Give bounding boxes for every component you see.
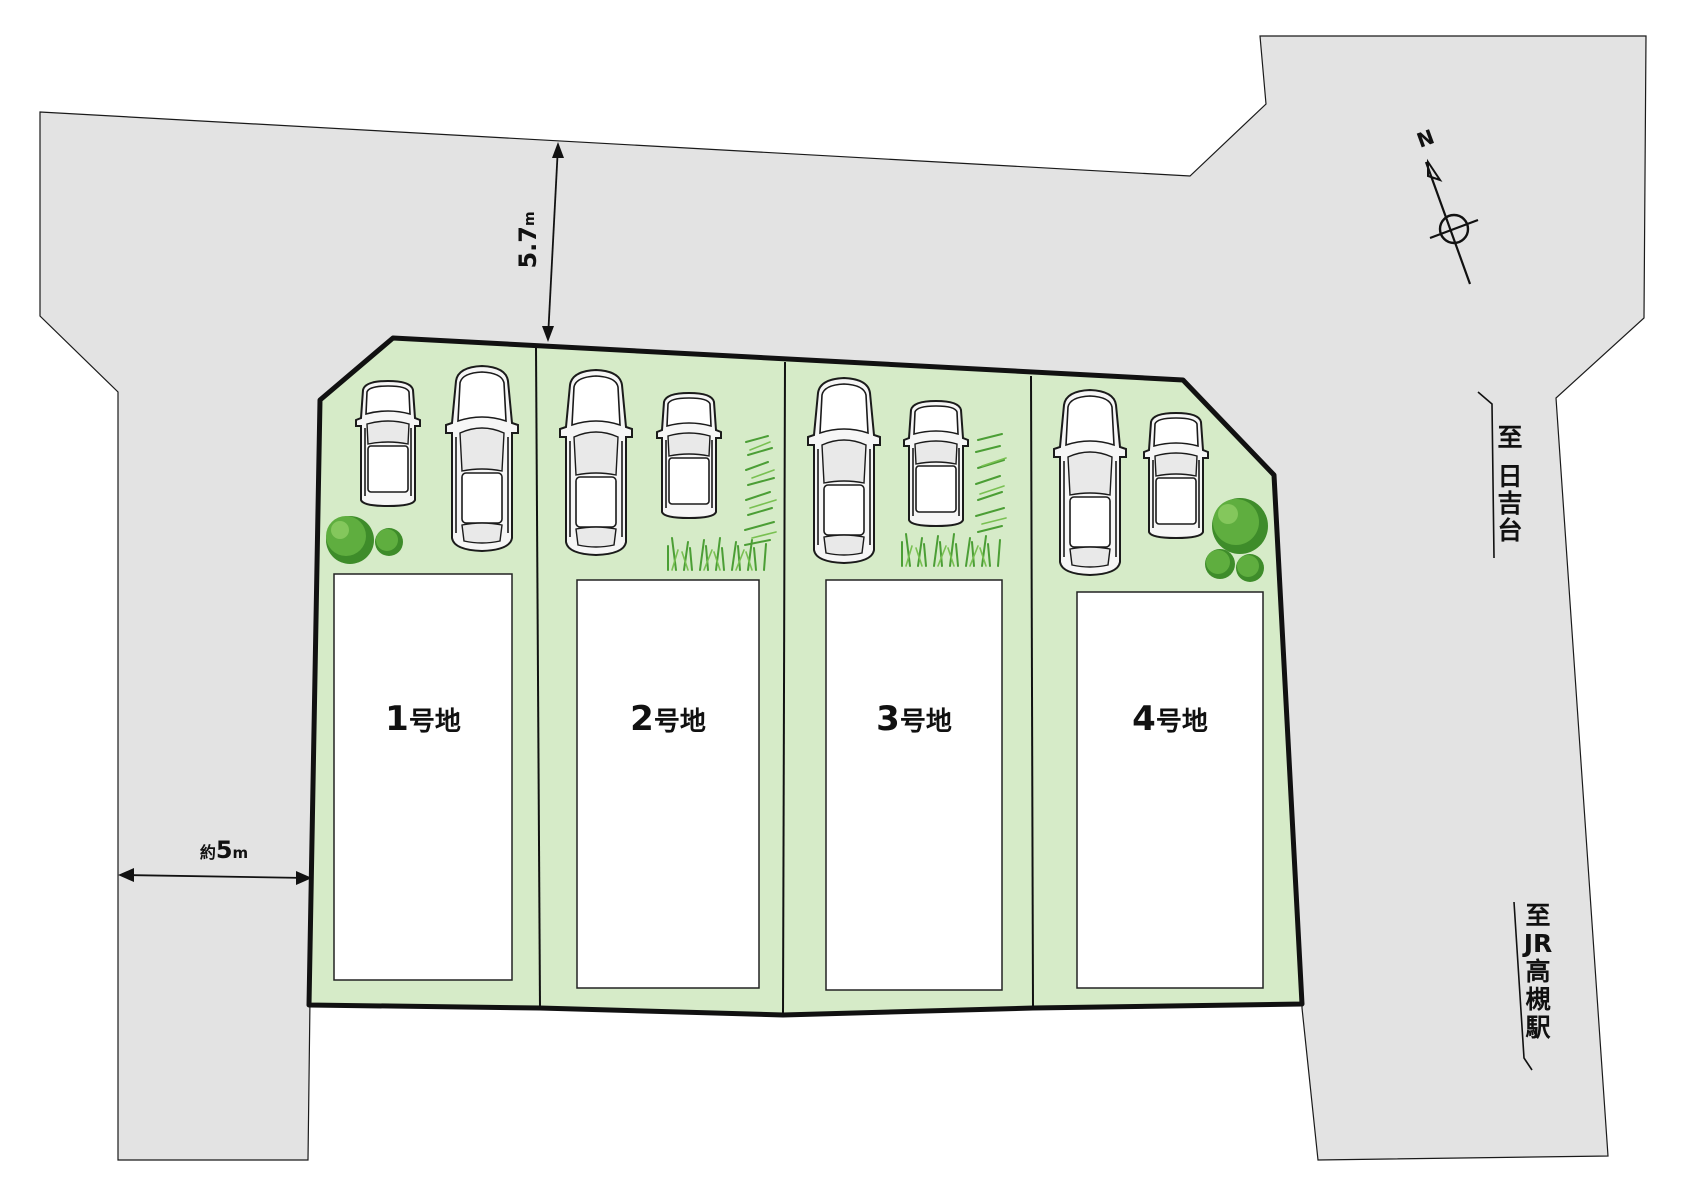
lot-divider-1-2 [535,347,541,1009]
direction-hiyoshidai-char-3: 吉 [1497,489,1522,518]
north-road-dimension: 5.7m [514,142,564,342]
direction-takatsuki-char-4: 槻 [1525,985,1550,1014]
lot-divider-3-4 [1030,375,1034,1009]
grass-icon-lot3 [901,433,1007,567]
site-boundary [306,335,1305,1018]
car-icon-lot4-small [1143,412,1209,539]
lot-4-building [1076,591,1264,989]
west-road-dimension: 約5m [118,836,312,885]
direction-takatsuki-char-5: 駅 [1525,1013,1550,1042]
compass-icon: N [1414,124,1479,285]
car-icon-lot4-large [1052,388,1128,577]
car-icon-lot2-large [558,368,634,557]
lot-4-label: 4号地 [1132,699,1208,739]
compass-north-label: N [1414,124,1438,152]
lot-3-label: 3号地 [876,699,952,739]
lot-divider-2-3 [782,361,786,1016]
lot-3-building [825,579,1003,991]
direction-to-hiyoshidai: 至 日 吉 台 [1477,391,1523,559]
shrub-icon-lot4 [1205,498,1268,582]
lot-1-label: 1号地 [385,699,461,739]
direction-hiyoshidai-char-2: 日 [1497,462,1522,491]
north-road-width-label: 5.7m [514,211,542,268]
car-icon-lot2-small [656,392,722,519]
shrub-icon-lot1 [326,516,403,564]
direction-hiyoshidai-char-4: 台 [1497,516,1522,545]
direction-hiyoshidai-char-1: 至 [1497,423,1522,452]
direction-takatsuki-char-2: JR [1522,929,1553,958]
car-icon-lot3-large [806,376,882,565]
car-icon-lot1-large [444,364,520,553]
car-icon-lot1-small [355,380,421,507]
lot-2-building [576,579,760,989]
grass-icon-lot2 [667,435,777,571]
direction-to-jr-takatsuki: 至 JR 高 槻 駅 [1513,901,1553,1071]
direction-takatsuki-char-3: 高 [1525,957,1550,986]
car-icon-lot3-small [903,400,969,527]
lot-2-label: 2号地 [630,699,706,739]
lot-1-building [333,573,513,981]
direction-takatsuki-char-1: 至 [1525,901,1550,930]
west-road-width-label: 約5m [200,836,248,864]
